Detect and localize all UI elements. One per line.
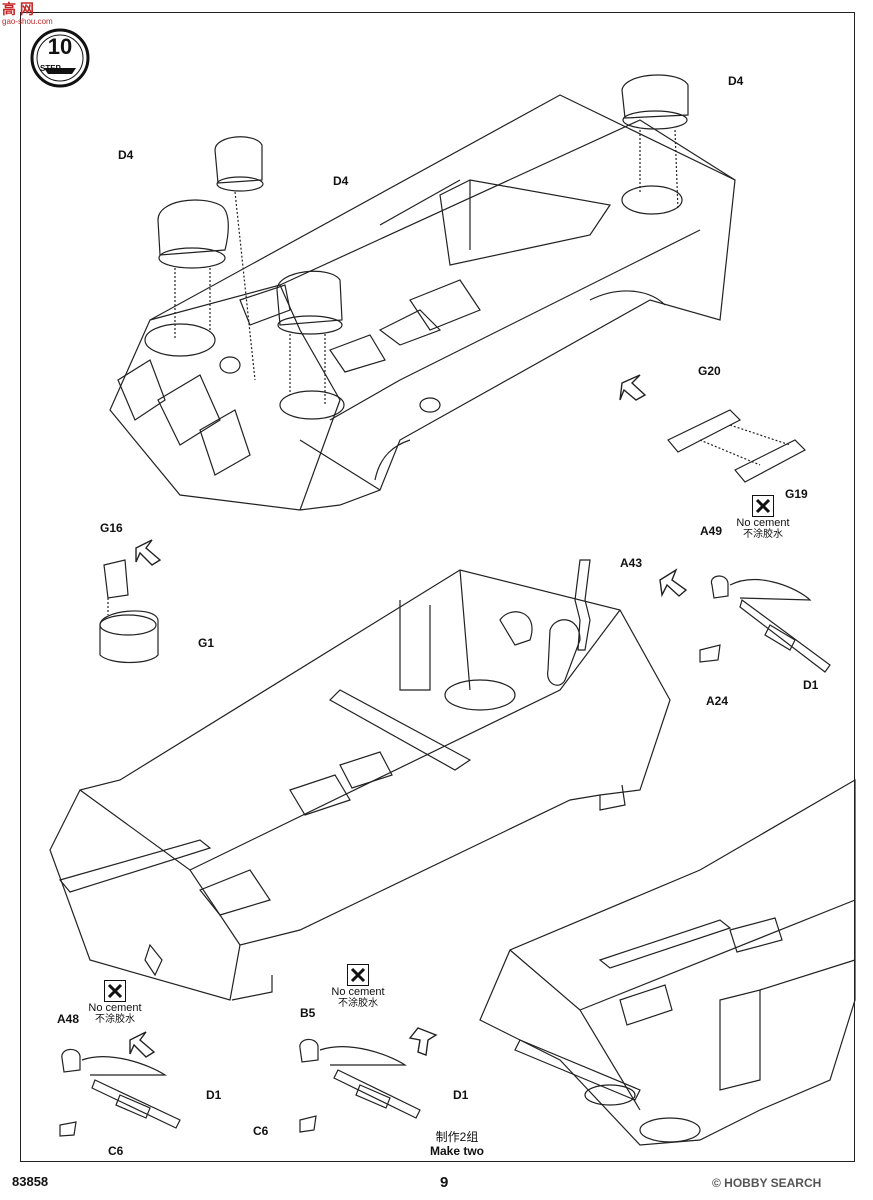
- no-cement-text-en: No cement: [88, 1002, 142, 1014]
- step-number: 10: [47, 34, 73, 59]
- label-d4-right: D4: [728, 74, 744, 88]
- x-mark-icon: [347, 964, 369, 986]
- no-cement-note-left: No cement 不涂胶水: [55, 980, 175, 1025]
- step-label: STEP: [40, 64, 61, 73]
- step-badge-shape: [30, 28, 90, 88]
- label-d4-center: D4: [333, 174, 349, 188]
- g19-g20-rails: [667, 409, 806, 483]
- source-credit: © HOBBY SEARCH: [712, 1176, 822, 1190]
- no-cement-note-center: No cement 不涂胶水: [298, 964, 418, 1009]
- no-cement-text-zh: 不涂胶水: [743, 529, 783, 540]
- make-two-note: 制作2组 Make two: [430, 1130, 484, 1158]
- watermark-url: gao-shou.com: [2, 17, 53, 26]
- page-number: 9: [440, 1174, 449, 1191]
- x-mark-icon: [752, 495, 774, 517]
- label-a24: A24: [706, 694, 729, 708]
- label-d1-left: D1: [206, 1088, 222, 1102]
- label-a49: A49: [700, 524, 723, 538]
- machine-gun-assembly-left: [59, 1048, 181, 1137]
- machine-gun-assembly-right: [699, 575, 831, 673]
- upper-hull-assembly: [109, 94, 736, 511]
- watermark-logo: 高 网 gao-shou.com: [2, 1, 53, 27]
- label-c6-left: C6: [108, 1144, 124, 1158]
- label-d4-left: D4: [118, 148, 134, 162]
- watermark-brand: 高 网: [2, 1, 34, 17]
- direction-arrows: [129, 374, 688, 1058]
- label-d1-right: D1: [803, 678, 819, 692]
- kit-number: 83858: [12, 1174, 49, 1189]
- label-g16: G16: [100, 521, 123, 535]
- instruction-page-frame: [20, 12, 855, 1162]
- no-cement-text-en: No cement: [331, 986, 385, 998]
- no-cement-text-en: No cement: [736, 517, 790, 529]
- make-two-zh: 制作2组: [435, 1130, 479, 1144]
- label-d1-center: D1: [453, 1088, 469, 1102]
- machine-gun-assembly-center: [299, 1038, 421, 1133]
- x-mark-icon: [104, 980, 126, 1002]
- step-badge: 10 STEP: [30, 28, 90, 88]
- interior-hull-assembly: [49, 569, 671, 1001]
- label-a48: A48: [57, 1012, 80, 1026]
- label-b5: B5: [300, 1006, 316, 1020]
- make-two-en: Make two: [430, 1144, 485, 1158]
- no-cement-note-right: No cement 不涂胶水: [703, 495, 823, 540]
- g1-g16-parts: [99, 559, 159, 664]
- d4-cap-parts: [157, 74, 689, 405]
- label-c6-center: C6: [253, 1124, 269, 1138]
- no-cement-text-zh: 不涂胶水: [95, 1014, 135, 1025]
- no-cement-text-zh: 不涂胶水: [338, 998, 378, 1009]
- label-g20: G20: [698, 364, 721, 378]
- label-a43: A43: [620, 556, 643, 570]
- label-g19: G19: [785, 487, 808, 501]
- a43-part: [574, 559, 591, 651]
- label-g1: G1: [198, 636, 215, 650]
- completed-hull-view: [479, 778, 856, 1146]
